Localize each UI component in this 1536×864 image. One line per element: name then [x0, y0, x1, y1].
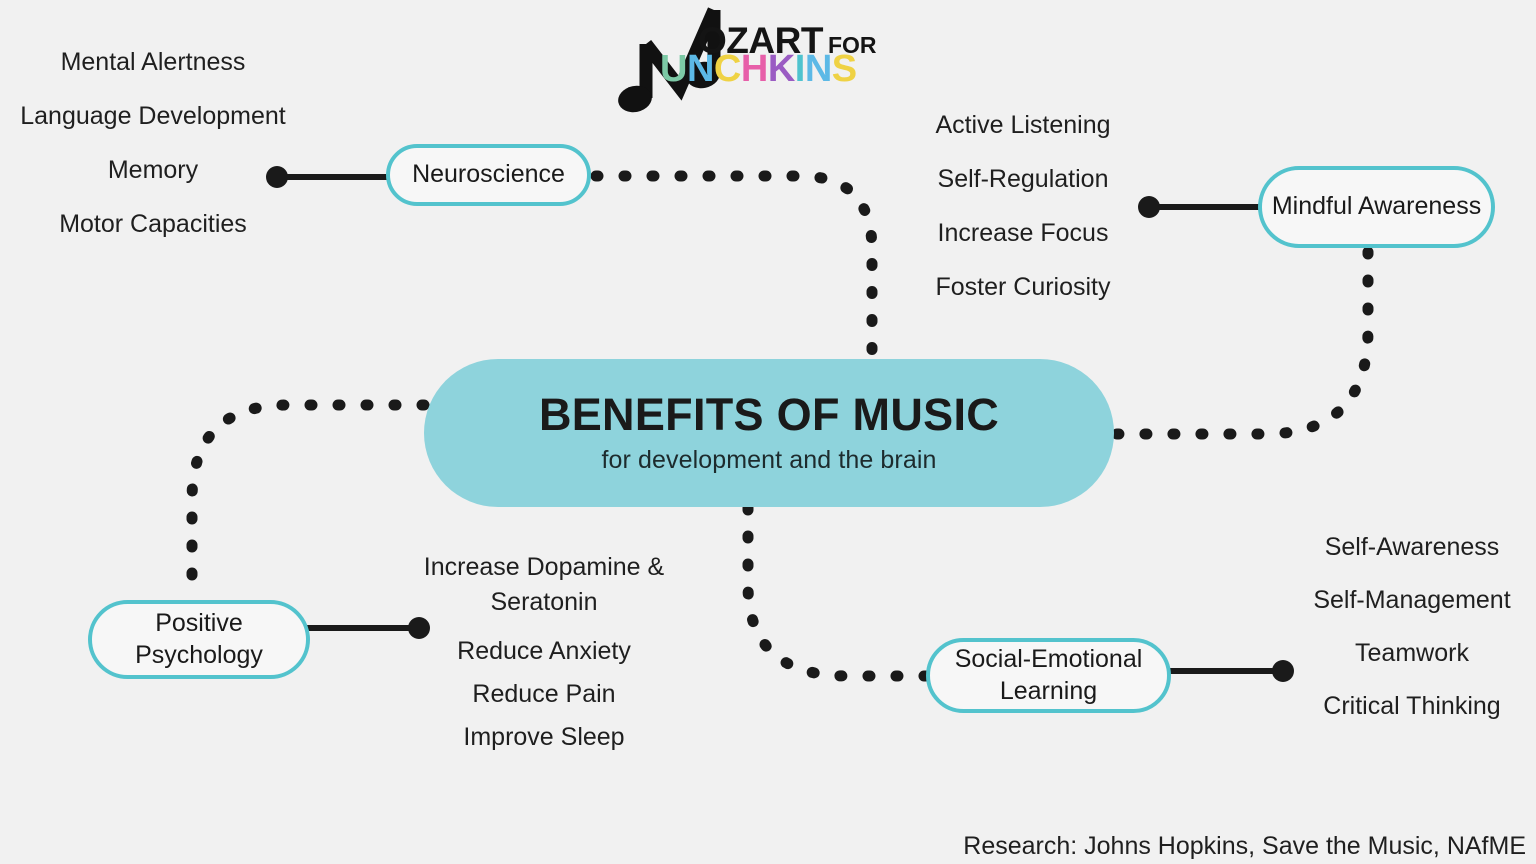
leaf-item: Increase Dopamine & Seratonin [423, 553, 665, 616]
central-node: BENEFITS OF MUSIC for development and th… [424, 359, 1114, 507]
logo-for: FOR [827, 32, 877, 58]
branch-label-social-emotional-learning: Social-Emotional Learning [954, 645, 1143, 705]
leaf-item: Foster Curiosity [935, 273, 1111, 301]
research-credits: Research: Johns Hopkins, Save the Music,… [963, 832, 1526, 860]
logo-letter-n: N [686, 48, 714, 90]
logo-letter-h: H [740, 48, 768, 90]
logo-letter-k: K [767, 48, 795, 90]
stem-mindful [1138, 196, 1262, 218]
branch-node-social-emotional-learning[interactable]: Social-Emotional Learning [926, 638, 1171, 713]
page-subtitle: for development and the brain [601, 446, 937, 475]
dashed-link-sel [742, 502, 936, 682]
logo-letter-n: N [804, 48, 832, 90]
logo-letter-c: C [713, 48, 741, 90]
leaf-item: Memory [107, 156, 199, 184]
stem-sel [1168, 660, 1294, 682]
logo-ozart: OZART [698, 20, 823, 61]
leaf-list-mindful-awareness: Active Listening Self-Regulation Increas… [903, 113, 1143, 329]
leaf-item: Self-Regulation [937, 165, 1109, 193]
branch-node-positive-psychology[interactable]: Positive Psychology [88, 600, 310, 679]
logo-line-two: UNCHKINS [660, 50, 857, 88]
leaf-item: Improve Sleep [463, 723, 625, 751]
branch-node-neuroscience[interactable]: Neuroscience [386, 144, 591, 206]
leaf-list-social-emotional-learning: Self-Awareness Self-Management Teamwork … [1288, 535, 1536, 747]
leaf-item: Motor Capacities [59, 210, 247, 238]
leaf-list-neuroscience: Mental Alertness Language Development Me… [0, 50, 306, 266]
logo-letter-s: S [831, 48, 857, 90]
leaf-item: Active Listening [935, 111, 1111, 139]
logo-letter-u: U [660, 48, 687, 90]
leaf-item: Mental Alertness [60, 48, 246, 76]
leaf-item: Self-Management [1313, 586, 1511, 614]
leaf-item: Increase Focus [937, 219, 1109, 247]
logo-letter-i: I [794, 48, 806, 90]
leaf-item: Self-Awareness [1324, 533, 1500, 561]
music-note-icon [618, 7, 721, 113]
dashed-link-mindful [1110, 246, 1374, 440]
leaf-item: Teamwork [1355, 639, 1469, 667]
leaf-item: Language Development [20, 102, 286, 130]
branch-node-mindful-awareness[interactable]: Mindful Awareness [1258, 166, 1495, 248]
page-title: BENEFITS OF MUSIC [538, 388, 1000, 440]
branch-label-positive-psychology: Positive Psychology [135, 609, 263, 669]
leaf-list-positive-psychology: Increase Dopamine & Seratonin Reduce Anx… [390, 550, 698, 768]
dashed-link-neuroscience [590, 170, 878, 364]
leaf-item: Reduce Anxiety [457, 637, 631, 665]
branch-label-neuroscience: Neuroscience [412, 160, 565, 189]
branch-label-mindful-awareness: Mindful Awareness [1271, 192, 1482, 221]
leaf-item: Critical Thinking [1323, 692, 1501, 720]
leaf-item: Reduce Pain [472, 680, 616, 708]
